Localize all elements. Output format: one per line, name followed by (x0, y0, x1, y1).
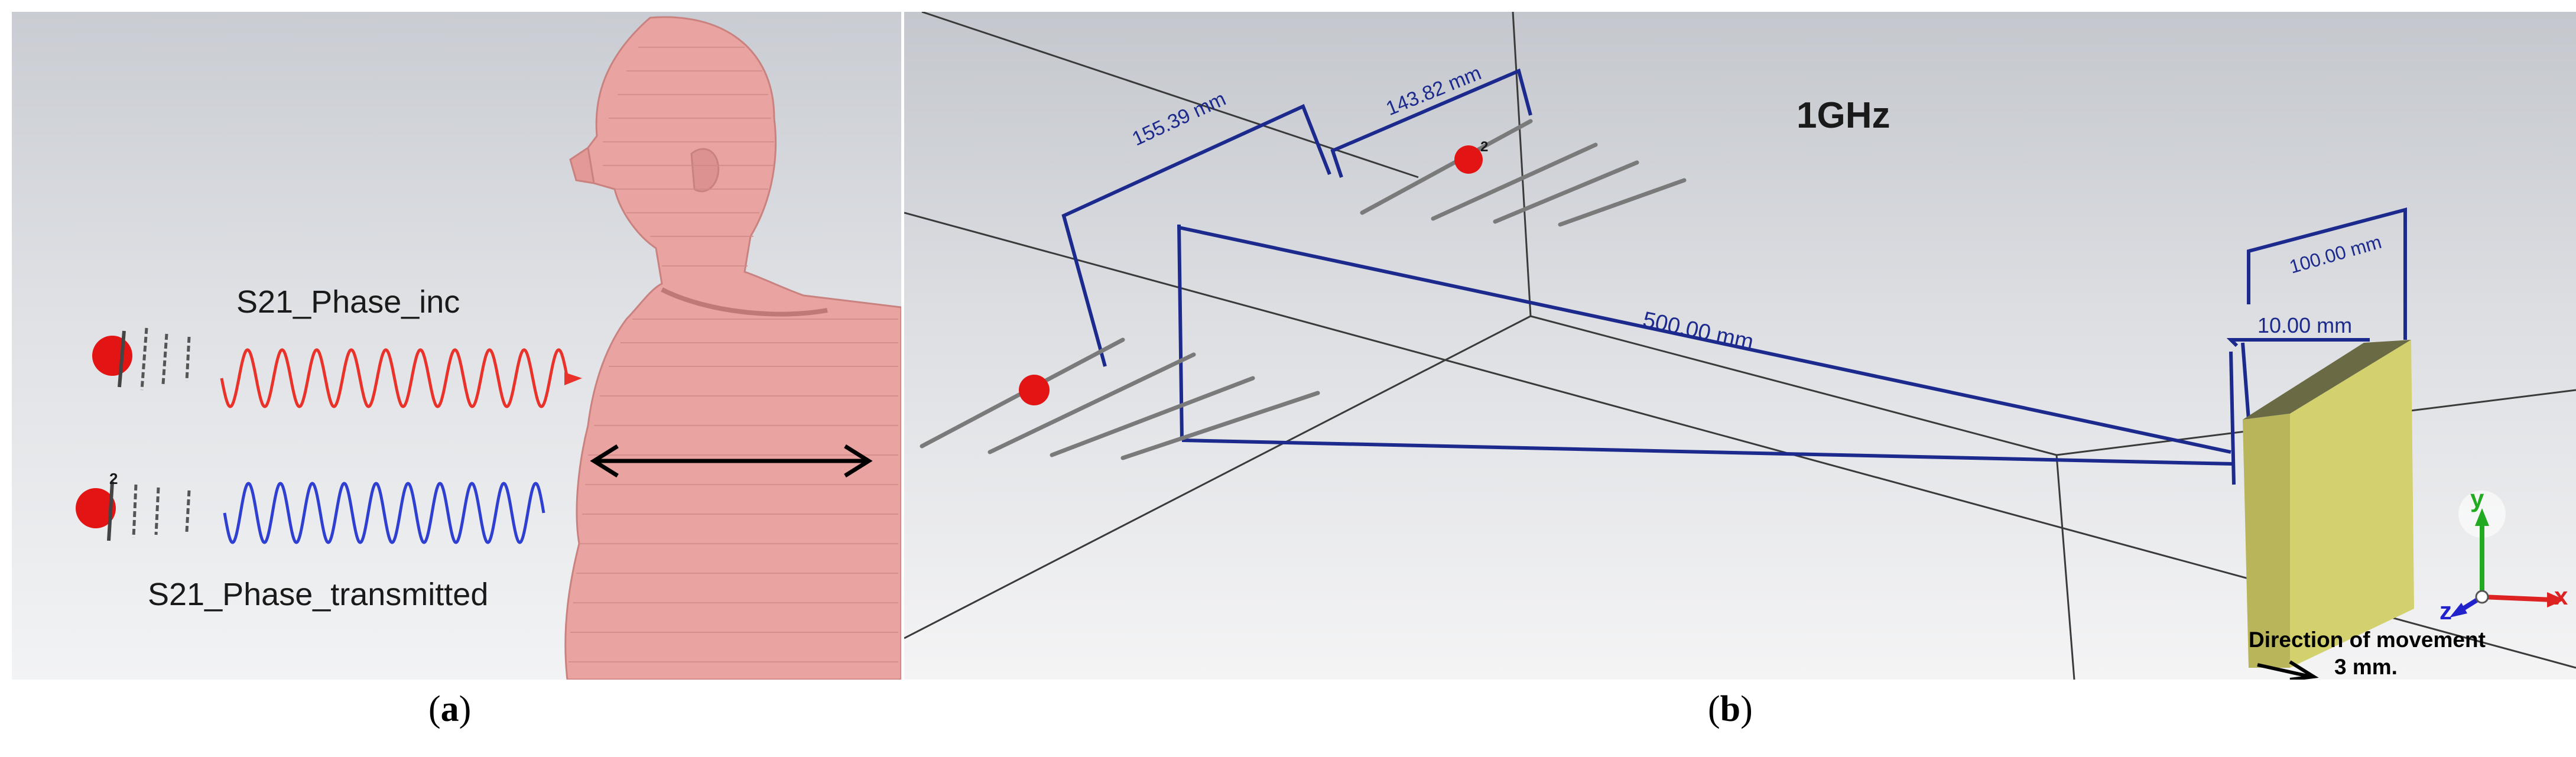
caption-a-letter: a (440, 689, 459, 729)
panel-a-human-model-view: 2 S21_Phase_inc S21_Phase_transmitted (12, 12, 901, 680)
x-axis-arrow (2481, 594, 2554, 602)
torso-width-arrow (590, 444, 873, 477)
caption-a-open: ( (428, 689, 441, 729)
axis-label-z: z (2439, 597, 2452, 625)
incident-wave (220, 348, 569, 408)
port-2-sphere (76, 488, 116, 528)
port-1-sphere (92, 336, 132, 376)
caption-b-open: ( (1708, 689, 1720, 729)
incident-antenna-array (92, 327, 191, 391)
dimension-lines (1061, 68, 2407, 485)
panel-b-drawing (904, 12, 2576, 680)
wave-inc-label: S21_Phase_inc (236, 284, 460, 320)
port-2-marker: 2 (1480, 139, 1489, 155)
receiving-antenna-array (76, 481, 191, 541)
port-1-sphere (1019, 375, 1050, 405)
human-model (564, 16, 901, 680)
voxel-texture (569, 47, 898, 662)
receiving-antenna-array (1360, 119, 1687, 227)
incident-wave-arrowhead (564, 372, 582, 385)
axis-label-x: x (2554, 582, 2568, 610)
port-2-marker: 2 (109, 470, 118, 488)
axis-label-y: y (2470, 485, 2484, 512)
movement-label-line-2: 3 mm. (2334, 655, 2398, 679)
transmitted-wave (223, 482, 545, 544)
dimension-label-10: 10.00 mm (2257, 313, 2353, 337)
dielectric-slab (2243, 340, 2414, 668)
movement-label-line-1: Direction of movement (2249, 628, 2486, 652)
wave-transmitted-label: S21_Phase_transmitted (148, 577, 489, 612)
caption-b-letter: b (1720, 689, 1741, 729)
caption-b: (b) (1708, 688, 1753, 730)
port-2-sphere (1454, 145, 1483, 174)
axis-triad (2450, 490, 2565, 618)
panel-b-simulation-setup-view: 1GHz 155.39 mm 143.82 mm 500.00 mm 100.0… (904, 12, 2576, 680)
frequency-label: 1GHz (1797, 95, 1890, 136)
caption-a: (a) (428, 688, 471, 730)
panel-a-drawing (76, 16, 901, 680)
caption-b-close: ) (1740, 689, 1753, 729)
movement-arrow (2257, 660, 2319, 680)
caption-a-close: ) (459, 689, 472, 729)
